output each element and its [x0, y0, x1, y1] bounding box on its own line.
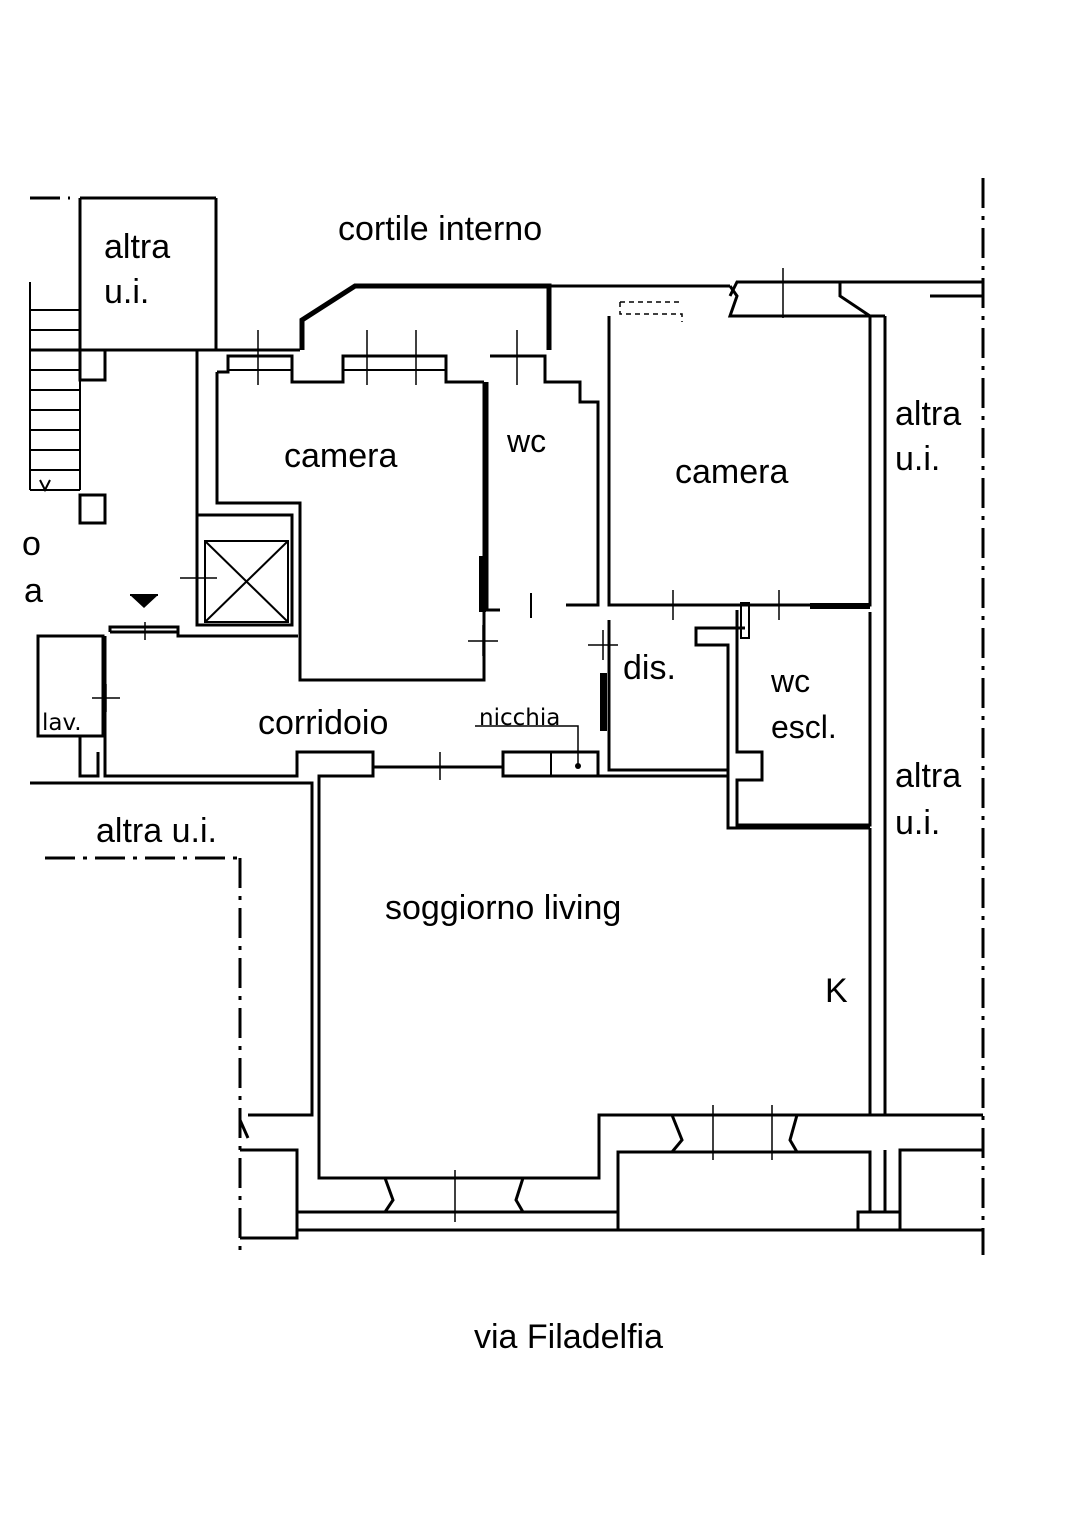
ventilation-shaft — [180, 513, 294, 627]
other-unit-right-upper-line2: u.i. — [895, 440, 940, 478]
niche-label: nicchia — [479, 705, 560, 731]
kitchen-mark: K — [825, 972, 848, 1010]
room-labels: cortile interno altra u.i. camera wc cam… — [22, 210, 961, 1356]
corridor-label: corridoio — [258, 704, 388, 742]
corridor-walls — [103, 594, 872, 1180]
laundry-label: lav. — [42, 710, 82, 736]
other-unit-left-label: altra u.i. — [96, 812, 217, 850]
cut-label-a: a — [24, 572, 43, 610]
other-unit-top-left-line1: altra — [104, 228, 170, 266]
closet-label: dis. — [623, 649, 676, 687]
living-room-label: soggiorno living — [385, 889, 621, 927]
other-unit-top-left-line2: u.i. — [104, 273, 149, 311]
bedroom-right-label: camera — [675, 453, 788, 491]
right-other-unit-walls — [870, 314, 983, 1117]
courtyard-label: cortile interno — [338, 210, 542, 248]
other-unit-right-upper-line1: altra — [895, 395, 961, 433]
bedroom-right-walls — [607, 316, 872, 620]
closet-and-ensuite-walls — [588, 602, 872, 830]
bathroom-top-walls — [479, 354, 600, 618]
other-unit-right-lower-line1: altra — [895, 757, 961, 795]
ensuite-label-line1: wc — [770, 663, 810, 699]
laundry-walls — [30, 634, 314, 1117]
bedroom-left-walls — [215, 330, 518, 682]
courtyard-facade — [299, 268, 983, 350]
other-unit-right-lower-line2: u.i. — [895, 804, 940, 842]
street-facade — [238, 1105, 983, 1240]
street-label: via Filadelfia — [474, 1318, 663, 1356]
cut-label-o: o — [22, 525, 41, 563]
staircase — [29, 282, 81, 493]
property-boundaries — [30, 178, 985, 1255]
bedroom-left-label: camera — [284, 437, 397, 475]
bathroom-top-label: wc — [506, 423, 546, 459]
ensuite-label-line2: escl. — [771, 709, 837, 745]
